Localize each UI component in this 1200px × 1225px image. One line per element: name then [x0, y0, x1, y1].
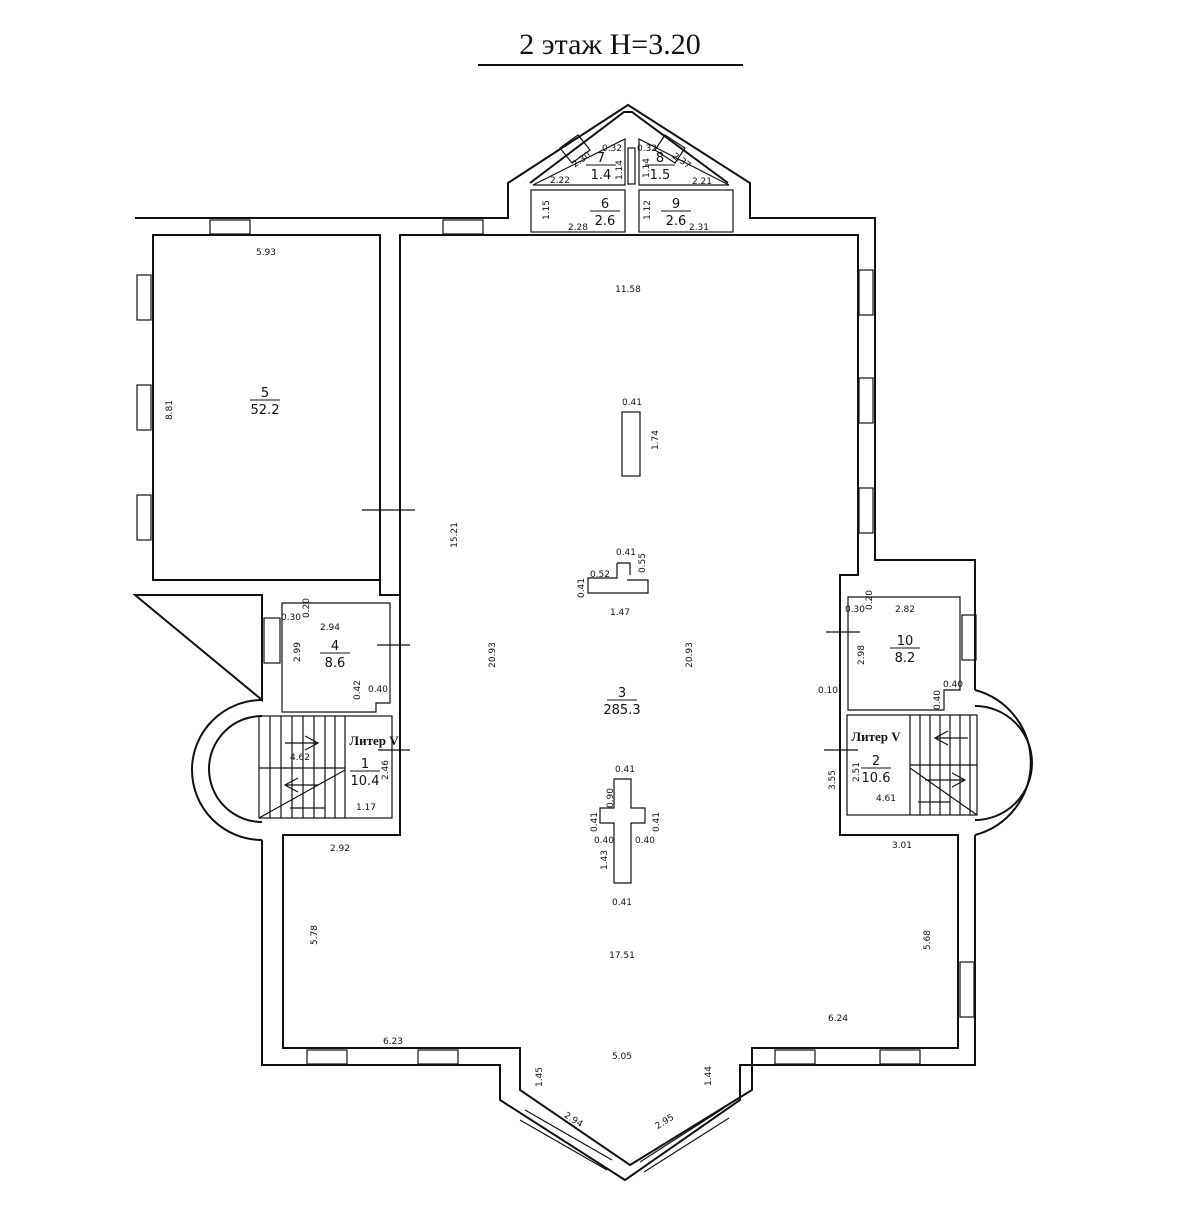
- dimension-label: 5.78: [310, 925, 320, 945]
- room-area: 2.6: [595, 214, 616, 229]
- dimension-label: 5.68: [923, 930, 933, 950]
- dimension-label: 3.55: [828, 770, 838, 790]
- room-number: 10: [897, 634, 914, 649]
- dimension-label: 0.41: [615, 765, 635, 775]
- dimension-label: 0.41: [652, 812, 662, 832]
- walls: [132, 103, 1033, 1182]
- liter-label: Литер V: [349, 733, 399, 748]
- dimension-label: 2.51: [852, 762, 862, 782]
- dimension-label: 17.51: [609, 951, 635, 961]
- dimension-label: 0.42: [353, 680, 363, 700]
- dimension-label: 0.40: [635, 836, 655, 846]
- dimension-label: 0.32: [637, 144, 657, 154]
- dimension-label: 0.55: [638, 553, 648, 573]
- dimension-label: 0.41: [622, 398, 642, 408]
- dimension-label: 0.41: [616, 548, 636, 558]
- dimension-label: 4.61: [876, 794, 896, 804]
- dimension-label: 2.82: [895, 605, 915, 615]
- dimension-label: 2.95: [654, 1113, 676, 1132]
- room-number: 6: [601, 197, 609, 212]
- dimension-label: 2.92: [330, 844, 350, 854]
- dimension-label: 0.41: [577, 578, 587, 598]
- dimension-label: 1.14: [615, 160, 625, 180]
- dimension-label: 0.40: [933, 690, 943, 710]
- room-number: 3: [618, 686, 626, 701]
- dimension-label: 3.01: [892, 841, 912, 851]
- room-area: 10.4: [351, 774, 380, 789]
- dimension-label: 2.22: [550, 176, 570, 186]
- dimension-label: 0.41: [590, 812, 600, 832]
- dimension-label: 2.94: [320, 623, 340, 633]
- dimension-label: 1.17: [356, 803, 376, 813]
- room-number: 5: [261, 386, 269, 401]
- dimension-label: 0.52: [590, 570, 610, 580]
- dimension-label: 1.14: [642, 158, 652, 178]
- room-area: 1.4: [591, 168, 612, 183]
- room-number: 7: [597, 151, 605, 166]
- dimension-label: 0.40: [368, 685, 388, 695]
- dimension-label: 1.44: [704, 1066, 714, 1086]
- dimension-label: 2.28: [568, 223, 588, 233]
- dimension-label: 0.90: [606, 788, 616, 808]
- dimension-label: 1.43: [600, 850, 610, 870]
- dimension-label: 0.30: [845, 605, 865, 615]
- dimension-label: 0.20: [865, 590, 875, 610]
- dimension-label: 15.21: [450, 522, 460, 548]
- plan-title: 2 этаж H=3.20: [519, 28, 701, 61]
- room-area: 1.5: [650, 168, 671, 183]
- dimension-label: 6.23: [383, 1037, 403, 1047]
- dimension-label: 0.32: [602, 144, 622, 154]
- room-area: 10.6: [862, 771, 891, 786]
- room-area: 285.3: [603, 703, 640, 718]
- dimension-label: 1.47: [610, 608, 630, 618]
- dimension-label: 20.93: [488, 642, 498, 668]
- room-area: 2.6: [666, 214, 687, 229]
- windows: [136, 134, 977, 1173]
- dimension-label: 2.46: [381, 760, 391, 780]
- dimension-label: 8.81: [165, 400, 175, 420]
- room-number: 1: [361, 757, 369, 772]
- dimension-label: 1.45: [535, 1067, 545, 1087]
- dimension-label: 0.41: [612, 898, 632, 908]
- room-number: 9: [672, 197, 680, 212]
- title-underline: [478, 64, 743, 66]
- liter-label: Литер V: [851, 729, 901, 744]
- dimension-label: 0.20: [302, 598, 312, 618]
- room-area: 8.6: [325, 656, 346, 671]
- dimension-label: 2.31: [689, 223, 709, 233]
- dimension-label: 2.98: [857, 645, 867, 665]
- dimension-label: 0.40: [943, 680, 963, 690]
- dimension-label: 5.05: [612, 1052, 632, 1062]
- dimension-label: 0.40: [594, 836, 614, 846]
- dimension-label: 2.99: [293, 642, 303, 662]
- room-number: 2: [872, 754, 880, 769]
- room-number: 8: [656, 151, 664, 166]
- dimension-label: 20.93: [685, 642, 695, 668]
- dimension-label: 6.24: [828, 1014, 848, 1024]
- room-number: 4: [331, 639, 339, 654]
- room-area: 8.2: [895, 651, 916, 666]
- dimension-label: 0.10: [818, 686, 838, 696]
- dimension-label: 0.30: [281, 613, 301, 623]
- dimension-label: 4.62: [290, 753, 310, 763]
- dimension-label: 1.74: [651, 430, 661, 450]
- dimension-label: 1.12: [643, 200, 653, 220]
- dimension-label: 11.58: [615, 285, 641, 295]
- room-area: 52.2: [251, 403, 280, 418]
- dimension-label: 2.21: [692, 177, 712, 187]
- dimension-label: 5.93: [256, 248, 276, 258]
- dimension-label: 1.15: [542, 200, 552, 220]
